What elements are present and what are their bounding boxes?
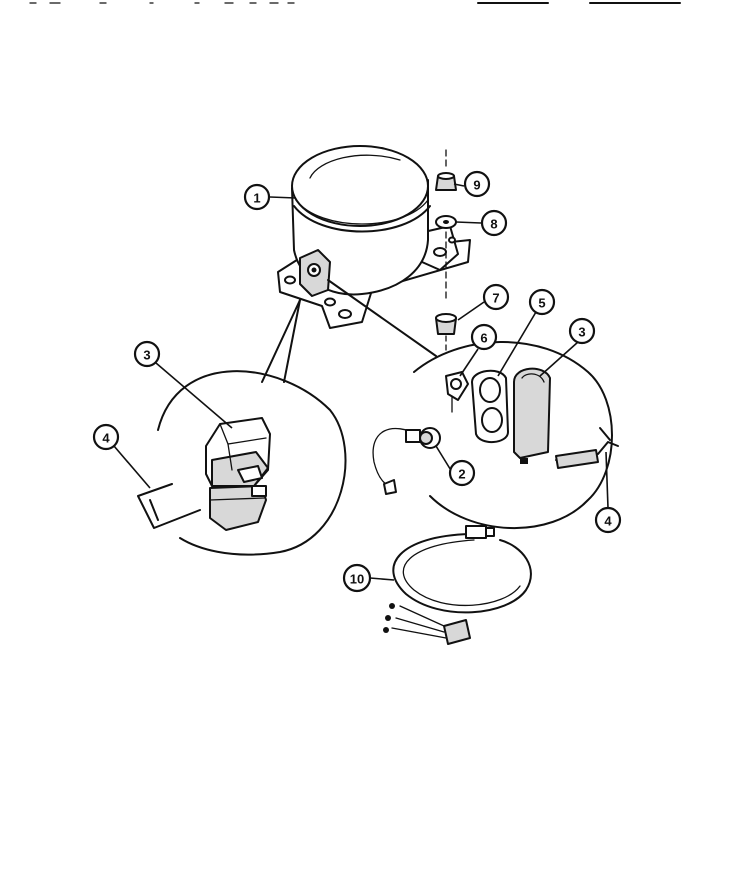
part-clip-6 [445, 371, 469, 413]
part-gasket-5 [471, 369, 509, 443]
callout-label-3a: 3 [143, 348, 150, 363]
relay-cover-left [205, 417, 271, 531]
callout-circle-6 [470, 323, 498, 351]
callout-label-6: 6 [480, 331, 487, 346]
callout-label-10: 10 [350, 572, 364, 587]
callout-label-4b: 4 [604, 514, 612, 529]
callout-label-3b: 3 [578, 325, 585, 340]
callout-label-9: 9 [473, 178, 480, 193]
callout-circle-5 [528, 288, 556, 316]
callout-circle-3b [568, 317, 596, 345]
overload-2 [372, 427, 441, 495]
clip-left [137, 483, 201, 529]
callout-circle-4a [92, 423, 120, 451]
callout-label-8: 8 [490, 217, 497, 232]
right-detail-circle [327, 279, 613, 529]
callout-circle-9 [463, 170, 491, 198]
callouts: 1 9 8 7 5 3 6 3 4 2 4 10 [92, 170, 622, 593]
callout-circle-2 [448, 459, 476, 487]
callout-label-5: 5 [538, 296, 545, 311]
relay-cover-right [513, 367, 551, 464]
callout-circle-3a [133, 340, 161, 368]
callout-circle-8 [480, 209, 508, 237]
callout-circle-10 [342, 563, 372, 593]
callout-label-2: 2 [458, 467, 465, 482]
callout-circle-1 [243, 183, 271, 211]
callout-circle-4b [594, 506, 622, 534]
callout-label-4a: 4 [102, 431, 110, 446]
clip-right [555, 427, 619, 469]
power-cord-10 [383, 525, 532, 645]
callout-circle-7 [482, 283, 510, 311]
callout-label-7: 7 [492, 291, 499, 306]
callout-label-1: 1 [253, 191, 260, 206]
compressor-body [277, 145, 471, 329]
left-detail-circle [157, 299, 347, 556]
